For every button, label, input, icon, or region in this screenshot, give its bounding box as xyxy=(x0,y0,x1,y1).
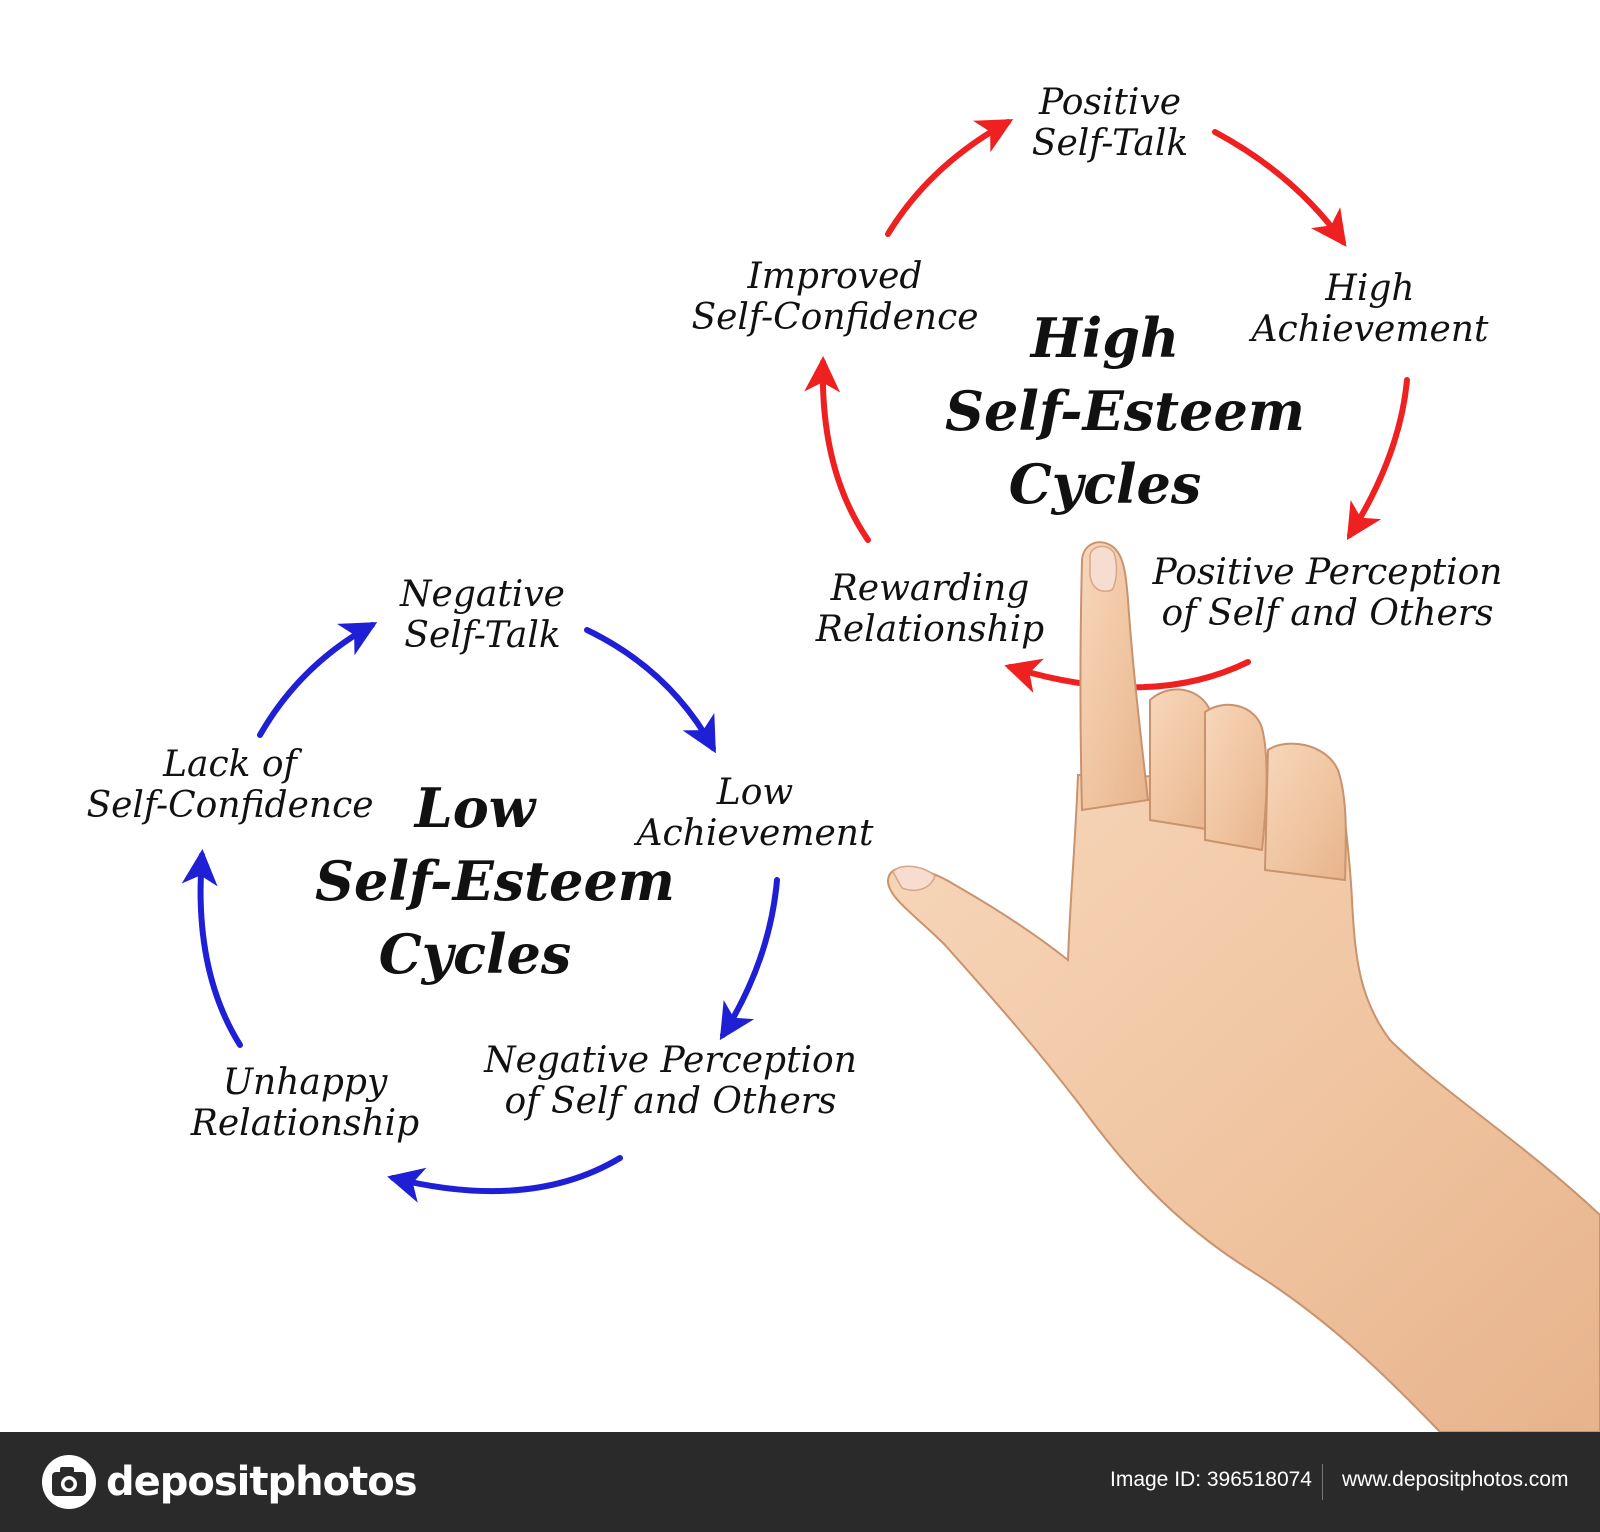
hand-thumbnail xyxy=(892,865,936,891)
high-cycle-title: High Self-Esteem Cycles xyxy=(945,306,1305,516)
pointing-hand xyxy=(886,541,1600,1432)
low-cycle-title: Low Self-Esteem Cycles xyxy=(315,776,675,986)
arrow-low-achievement-to-negative-perception xyxy=(719,877,780,1041)
node-negative-perception: Negative Perception of Self and Others xyxy=(484,1040,857,1123)
arrow-perception-to-relationship xyxy=(1004,658,1251,694)
node-positive-self-talk: Positive Self-Talk xyxy=(1031,82,1189,165)
arrow-negative-selftalk-to-low-achievement xyxy=(584,627,716,754)
node-positive-perception: Positive Perception of Self and Others xyxy=(1152,552,1503,635)
brand-logo: depositphotos xyxy=(40,1452,418,1512)
hand-ring-finger xyxy=(1204,703,1268,852)
arrow-lack-to-negative-selftalk xyxy=(257,622,378,738)
arrow-confidence-to-selftalk xyxy=(885,119,1014,237)
node-lack-of-self-confidence: Lack of Self-Confidence xyxy=(86,744,374,827)
brand-name: depositphotos xyxy=(106,1459,418,1505)
footer-divider xyxy=(1322,1464,1323,1500)
high-cycle-arrows xyxy=(804,119,1410,694)
node-unhappy-relationship: Unhappy Relationship xyxy=(190,1062,420,1145)
hand-pinky-finger xyxy=(1263,742,1347,882)
camera-icon xyxy=(42,1455,96,1509)
node-low-achievement: Low Achievement xyxy=(636,772,874,855)
low-cycle-arrows xyxy=(181,622,780,1203)
cycle-arrows xyxy=(181,119,1410,1203)
stock-footer-bar: depositphotos Image ID: 396518074 www.de… xyxy=(0,1432,1600,1532)
node-improved-self-confidence: Improved Self-Confidence xyxy=(691,256,979,339)
hand-fingernail xyxy=(1089,545,1118,592)
hand-index-finger xyxy=(1079,541,1150,812)
node-high-achievement: High Achievement xyxy=(1251,268,1489,351)
node-rewarding-relationship: Rewarding Relationship xyxy=(815,568,1045,651)
image-id-text: Image ID: 396518074 xyxy=(1110,1468,1312,1491)
hand-palm xyxy=(886,773,1600,1432)
site-url-link[interactable]: www.depositphotos.com xyxy=(1342,1468,1569,1491)
arrow-selftalk-to-achievement xyxy=(1212,129,1347,247)
arrow-negative-perception-to-unhappy xyxy=(387,1155,623,1203)
arrow-achievement-to-perception xyxy=(1346,377,1410,541)
arrow-relationship-to-confidence xyxy=(804,356,871,543)
node-negative-self-talk: Negative Self-Talk xyxy=(400,574,565,657)
arrow-unhappy-to-lack xyxy=(181,849,243,1048)
